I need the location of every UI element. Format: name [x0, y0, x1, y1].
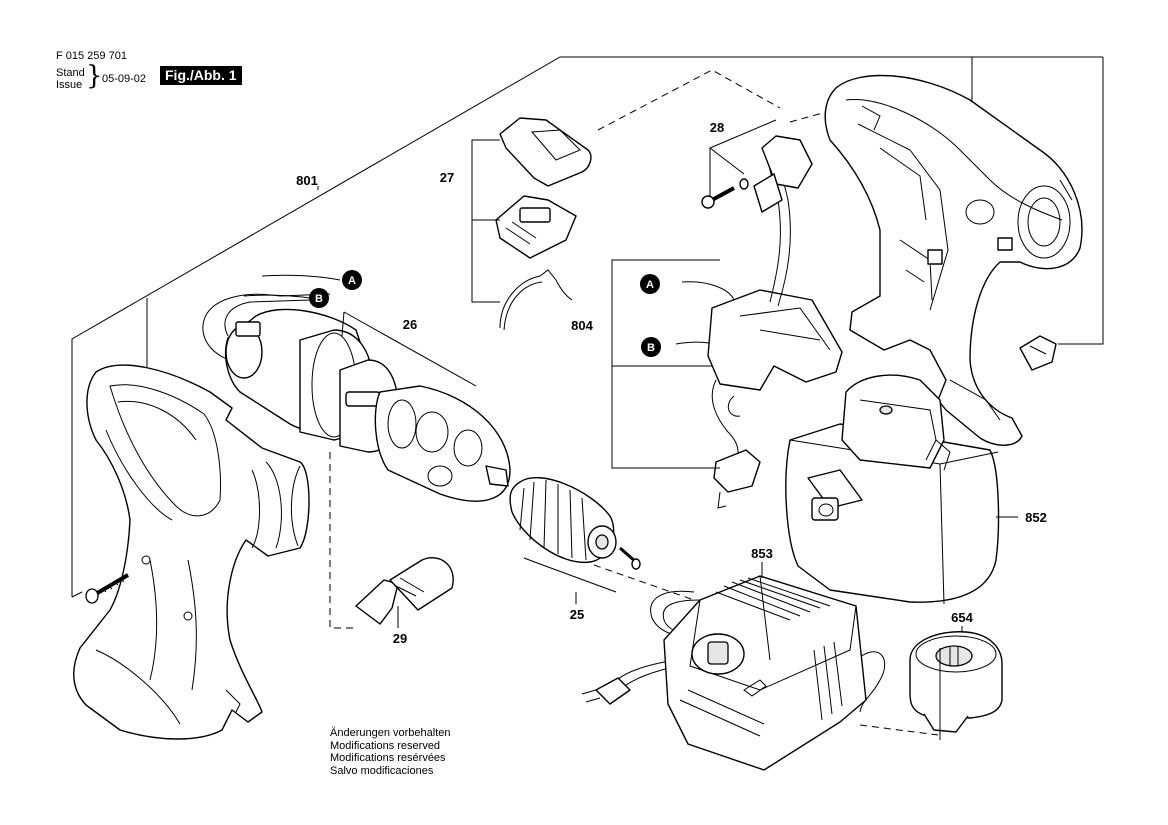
document-number: F 015 259 701: [56, 50, 127, 62]
bracket-27: [471, 139, 500, 303]
switch-cover-parts: [495, 117, 592, 331]
part-label-29: 29: [393, 631, 407, 646]
housing-screw: [85, 573, 130, 604]
part-label-25: 25: [570, 607, 584, 622]
housing-half-right: [824, 74, 1083, 446]
part-label-26: 26: [403, 317, 417, 332]
motor-gearbox-assembly: [202, 293, 511, 502]
part-label-801: 801: [296, 173, 318, 188]
part-label-804: 804: [571, 318, 593, 333]
part-label-654: 654: [951, 610, 973, 625]
brace-glyph: }: [86, 61, 103, 91]
connector-b-left-label: B: [315, 293, 323, 305]
connector-a-right: A: [640, 274, 660, 294]
connector-b-right-label: B: [647, 342, 655, 354]
note-line: Salvo modificaciones: [330, 764, 434, 777]
connector-a-right-label: A: [646, 279, 654, 291]
note-line: Modifications reserved: [330, 739, 441, 752]
note-line: Änderungen vorbehalten: [330, 727, 451, 739]
part-label-853: 853: [751, 546, 773, 561]
housing-half-left: [73, 364, 310, 740]
keyless-chuck: [509, 477, 617, 563]
connector-a-left-label: A: [348, 275, 356, 287]
bracket-804: [611, 259, 720, 469]
charger-adapter: [909, 631, 1003, 740]
part-leaders: [317, 186, 963, 632]
battery-charger: [581, 575, 886, 771]
part-label-28: 28: [710, 120, 724, 135]
connector-b-left: B: [243, 288, 329, 308]
switch-wiring-assembly: [675, 135, 843, 509]
part-label-852: 852: [1025, 510, 1047, 525]
note-line: Modifications resérvées: [330, 752, 446, 764]
stand-label: Stand: [56, 67, 85, 79]
connector-b-right: B: [641, 337, 661, 357]
issue-label: Issue: [56, 79, 83, 91]
screw-28: [701, 119, 777, 209]
bit-holder-clip: [355, 557, 454, 625]
modification-notes: Änderungen vorbehalten Modifications res…: [330, 727, 450, 777]
battery-pack: [785, 374, 1000, 605]
connector-a-left: A: [261, 270, 362, 290]
issue-date: 05-09-02: [102, 73, 147, 85]
chuck-screw: [619, 546, 641, 570]
contact-clip: [1019, 335, 1057, 371]
figure-label: Fig./Abb. 1: [160, 66, 242, 85]
part-label-27: 27: [440, 170, 454, 185]
assembly-801-bracket: [71, 56, 1104, 598]
